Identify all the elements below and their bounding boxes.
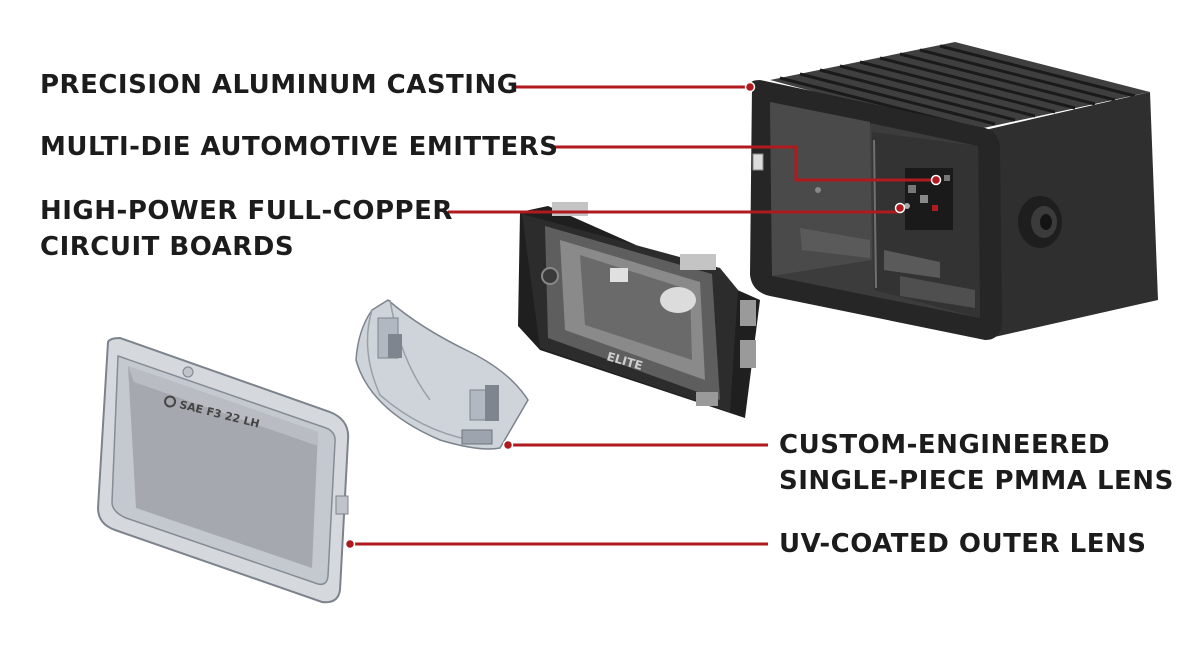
reflector-frame: ELITE — [518, 202, 760, 418]
callout-pmma: CUSTOM-ENGINEERED SINGLE-PIECE PMMA LENS — [779, 427, 1174, 499]
led-board — [904, 168, 953, 230]
aluminum-housing — [750, 42, 1158, 340]
dot-pmma — [502, 439, 514, 451]
callout-boards-line-2: CIRCUIT BOARDS — [40, 232, 295, 262]
callout-outer: UV-COATED OUTER LENS — [779, 526, 1146, 562]
outer-lens: SAE F3 22 LH — [96, 336, 350, 604]
callout-outer-line-1: UV-COATED OUTER LENS — [779, 529, 1147, 559]
dot-boards — [894, 202, 906, 214]
cooling-fins — [770, 42, 1150, 132]
callout-pmma-line-2: SINGLE-PIECE PMMA LENS — [779, 466, 1174, 496]
callout-boards: HIGH-POWER FULL-COPPER CIRCUIT BOARDS — [40, 193, 453, 265]
leader-dots — [344, 81, 942, 550]
callout-casting: PRECISION ALUMINUM CASTING — [40, 67, 519, 103]
callout-boards-line-1: HIGH-POWER FULL-COPPER — [40, 196, 453, 226]
dot-casting — [744, 81, 756, 93]
callout-emitters-line-1: MULTI-DIE AUTOMOTIVE EMITTERS — [40, 132, 559, 162]
callout-pmma-line-1: CUSTOM-ENGINEERED — [779, 430, 1111, 460]
dot-emitters — [930, 174, 942, 186]
callout-casting-line-1: PRECISION ALUMINUM CASTING — [40, 70, 519, 100]
lens-mark-icon — [164, 395, 177, 408]
leader-emitters — [550, 145, 936, 182]
mounting-boss — [1018, 196, 1062, 248]
housing-side — [985, 92, 1158, 338]
pmma-lens — [355, 299, 529, 450]
callout-emitters: MULTI-DIE AUTOMOTIVE EMITTERS — [40, 129, 559, 165]
dot-outer — [344, 538, 356, 550]
